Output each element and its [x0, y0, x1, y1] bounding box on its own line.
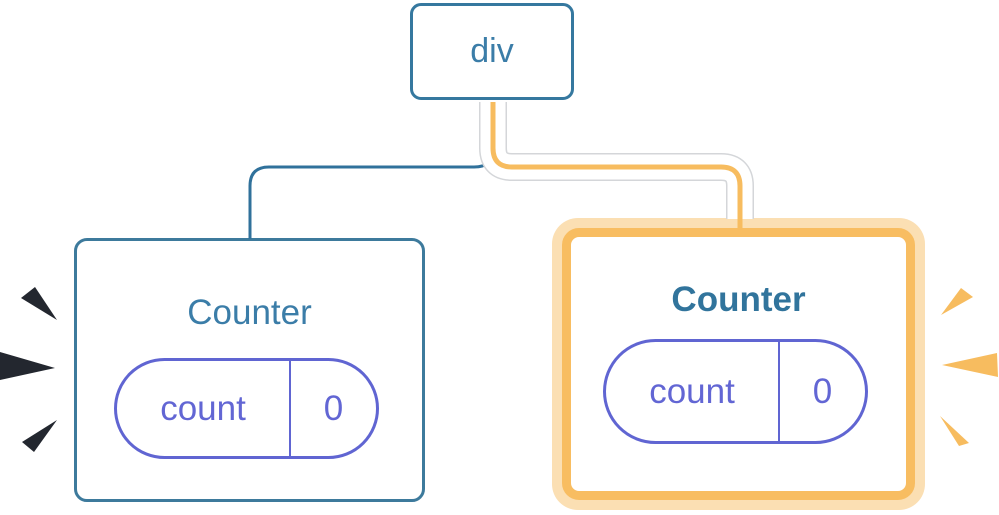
- spark-mark: [21, 287, 57, 320]
- tree-node-counter-right: Counter count 0: [562, 228, 915, 500]
- component-name: Counter: [187, 293, 312, 332]
- state-value: 0: [323, 388, 344, 428]
- state-pill: count 0: [114, 358, 379, 459]
- spark-mark: [940, 416, 969, 446]
- connector-left-blue: [248, 102, 495, 239]
- state-pill: count 0: [603, 339, 868, 444]
- node-label: div: [470, 32, 514, 70]
- connector-right-casing: [480, 102, 753, 219]
- state-value: 0: [812, 371, 833, 411]
- spark-mark: [0, 352, 55, 380]
- spark-burst-left: [0, 287, 57, 452]
- spark-mark: [22, 420, 57, 452]
- component-name: Counter: [671, 280, 806, 319]
- connector-right-casing-edge: [479, 102, 754, 219]
- spark-burst-right: [940, 288, 998, 446]
- state-key: count: [117, 361, 291, 456]
- connector-right-orange: [490, 102, 743, 230]
- spark-mark: [941, 288, 973, 315]
- spark-mark: [942, 353, 998, 377]
- tree-node-div: div: [410, 3, 574, 100]
- state-key: count: [606, 342, 780, 441]
- tree-node-counter-left: Counter count 0: [74, 238, 425, 502]
- highlight-ring: Counter count 0: [552, 218, 925, 510]
